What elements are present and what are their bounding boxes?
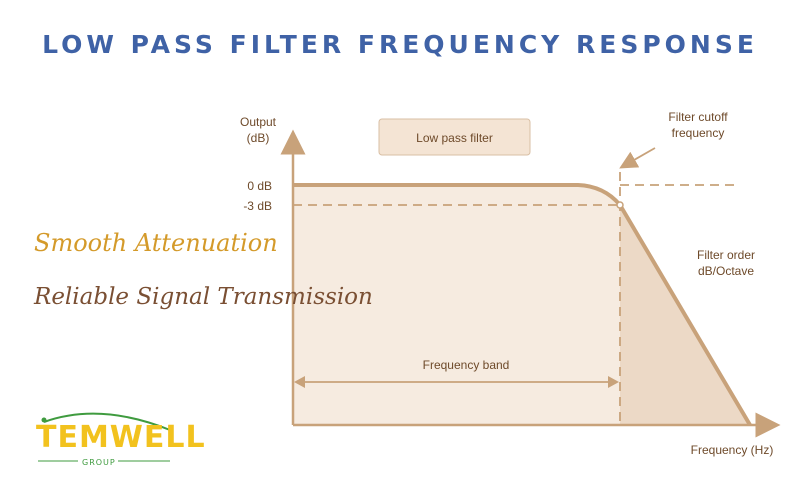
order-label-line2: dB/Octave: [698, 264, 754, 278]
tagline-reliable-transmission: Reliable Signal Transmission: [34, 284, 373, 310]
logo-arc-icon: [38, 412, 171, 462]
cutoff-label-line2: frequency: [672, 126, 725, 140]
logo-subtext: GROUP: [82, 458, 116, 467]
brand-logo: TEMWELL GROUP: [30, 408, 205, 472]
filter-type-badge: [378, 118, 531, 156]
cutoff-label-line1: Filter cutoff: [668, 110, 728, 124]
logo-wordmark: TEMWELL: [36, 420, 206, 455]
cutoff-point: [616, 201, 624, 209]
y-axis-label-unit: (dB): [247, 131, 270, 145]
level-minus3db-label: -3 dB: [243, 199, 272, 213]
order-label-line1: Filter order: [697, 248, 755, 262]
band-arrow-right-icon: [608, 376, 619, 388]
page-title: LOW PASS FILTER FREQUENCY RESPONSE: [42, 30, 758, 59]
passband-area: [293, 185, 620, 425]
band-arrow-left-icon: [294, 376, 305, 388]
frequency-band-label: Frequency band: [423, 358, 510, 372]
filter-type-label: Low pass filter: [416, 131, 493, 145]
cutoff-pointer-arrow: [619, 147, 656, 169]
level-0db-label: 0 dB: [247, 179, 272, 193]
x-axis-label: Frequency (Hz): [691, 443, 774, 457]
tagline-smooth-attenuation: Smooth Attenuation: [34, 229, 278, 257]
y-axis-label-output: Output: [240, 115, 277, 129]
